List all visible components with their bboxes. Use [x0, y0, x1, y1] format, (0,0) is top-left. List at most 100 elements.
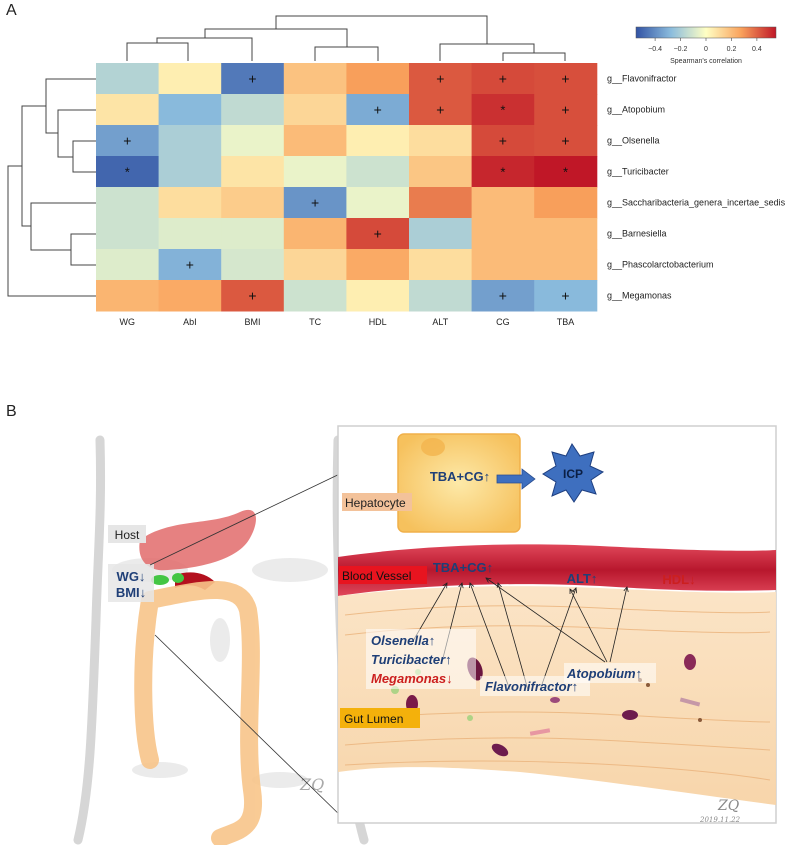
row-label: g__Atopobium — [607, 105, 665, 115]
blood-vessel-label-bg — [339, 566, 427, 584]
significance-mark: + — [311, 195, 319, 211]
column-label: TBA — [557, 317, 575, 327]
wg-label: WG↓ — [117, 569, 146, 584]
signature-right: ZQ — [717, 798, 740, 814]
alt-label: ALT↑ — [567, 571, 598, 586]
atopobium-label-bg — [564, 663, 656, 683]
icp-arrow — [496, 468, 536, 490]
heatmap-cell — [346, 187, 410, 219]
heatmap-cell — [471, 63, 535, 95]
colorbar-gradient — [635, 26, 777, 39]
atopobium-label: Atopobium↑ — [566, 666, 642, 681]
significance-mark: + — [499, 71, 507, 87]
row-label: g__Barnesiella — [607, 229, 667, 239]
mechanism-illustration: Host WG↓ BMI↓ ZQ TBA+CG↑ Hepatocyte ICP … — [73, 425, 777, 845]
significance-mark: + — [186, 257, 194, 273]
heatmap-cell — [221, 187, 285, 219]
heatmap-cell — [96, 125, 160, 157]
heatmap-cell — [471, 94, 535, 126]
heatmap-cell — [534, 187, 598, 219]
bacteria-label-bg-left — [366, 629, 476, 689]
column-label: AbI — [183, 317, 197, 327]
icp-label: ICP — [563, 467, 583, 481]
heatmap-cell — [409, 249, 473, 281]
heatmap-cell — [221, 218, 285, 250]
heatmap-cell — [283, 218, 347, 250]
heatmap-cell — [221, 249, 285, 281]
heatmap-cell — [96, 218, 160, 250]
blood-vessel — [338, 544, 776, 596]
heatmap-cell — [346, 63, 410, 95]
significance-mark: + — [561, 71, 569, 87]
zoom-lines — [149, 469, 349, 821]
heatmap-cell — [96, 94, 160, 126]
hepatocyte-label: Hepatocyte — [345, 496, 406, 510]
signature-left: ZQ — [299, 775, 324, 794]
significance-mark: + — [248, 71, 256, 87]
heatmap-cell — [96, 187, 160, 219]
significance-mark: * — [125, 165, 130, 180]
heatmap-cell — [346, 280, 410, 312]
heatmap-cell — [534, 156, 598, 188]
significance-mark: + — [123, 133, 131, 149]
heatmap-cell — [534, 94, 598, 126]
row-label: g__Flavonifractor — [607, 74, 677, 84]
column-label: ALT — [432, 317, 448, 327]
heatmap-cell — [283, 156, 347, 188]
gut-lumen-label: Gut Lumen — [344, 712, 403, 726]
heatmap-cell — [283, 249, 347, 281]
heatmap-cell — [158, 249, 222, 281]
heatmap-cell — [96, 156, 160, 188]
heatmap-cell — [534, 218, 598, 250]
panel-label-b: B — [6, 403, 17, 420]
heatmap-cell — [534, 280, 598, 312]
colorbar-title: Spearman's correlation — [670, 58, 742, 65]
significance-mark: * — [500, 165, 505, 180]
flavonifractor-label: Flavonifractor↑ — [485, 679, 578, 694]
heatmap-cell — [534, 63, 598, 95]
megamonas-label: Megamonas↓ — [371, 671, 453, 686]
gut-cell-lines — [344, 605, 771, 781]
column-dendrogram — [126, 15, 566, 61]
significance-mark: + — [436, 102, 444, 118]
heatmap-cell — [158, 125, 222, 157]
heatmap-cell — [346, 125, 410, 157]
heatmap-cells — [96, 63, 598, 312]
heatmap-cell — [409, 125, 473, 157]
row-label: g__Saccharibacteria_genera_incertae_sedi… — [607, 198, 786, 208]
hepatocyte-nucleus — [421, 438, 445, 456]
heatmap-cell — [158, 63, 222, 95]
heatmap-cell — [409, 63, 473, 95]
column-label: BMI — [244, 317, 260, 327]
significance-marks: ++++++*++++***++++++ — [123, 71, 569, 304]
heatmap-cell — [96, 249, 160, 281]
heatmap-cell — [283, 187, 347, 219]
heatmap-cell — [96, 63, 160, 95]
heatmap-cell — [221, 156, 285, 188]
heatmap-cell — [283, 94, 347, 126]
heatmap-cell — [158, 218, 222, 250]
heatmap-cell — [158, 156, 222, 188]
significance-mark: + — [499, 288, 507, 304]
heatmap-cell — [346, 156, 410, 188]
column-label: TC — [309, 317, 321, 327]
liver — [139, 509, 256, 571]
heatmap-cell — [346, 249, 410, 281]
icp-star — [542, 443, 605, 503]
row-label: g__Megamonas — [607, 291, 672, 301]
row-labels: g__Flavonifractorg__Atopobiumg__Olsenell… — [607, 74, 786, 301]
heatmap-cell — [409, 280, 473, 312]
significance-mark: * — [500, 103, 505, 118]
heatmap-cell — [534, 249, 598, 281]
colorbar-tick-label: 0 — [704, 46, 708, 53]
heatmap-cell — [409, 156, 473, 188]
heatmap-cell — [346, 218, 410, 250]
heatmap-cell — [283, 280, 347, 312]
column-label: CG — [496, 317, 510, 327]
heatmap-cell — [471, 249, 535, 281]
liver-tba-cg-label: TBA+CG↑ — [430, 469, 490, 484]
